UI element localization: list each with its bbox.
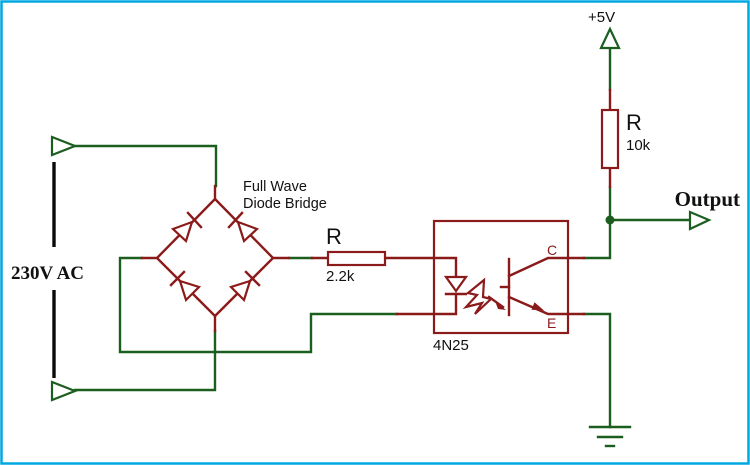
junction-dot [605,215,615,225]
supply: +5V [588,9,621,50]
wire-ac-top [73,144,218,188]
ground-icon [588,425,632,448]
wire-bridge-bottom-to-ac [73,329,217,392]
pin-stubs [140,88,612,333]
pullup-resistor-ref: R [626,110,642,135]
wire-collector-to-junction [582,219,612,260]
collector-pin-label: C [547,242,557,258]
diode-bridge: Full Wave Diode Bridge [155,179,327,318]
output-connector-icon [688,210,712,231]
series-resistor-body [326,250,387,267]
wire-emitter-to-ground [582,312,612,429]
series-resistor: R 2.2k [326,224,387,285]
series-resistor-ref: R [326,224,342,249]
bridge-label-line2: Diode Bridge [243,196,327,212]
supply-arrow-icon [599,26,621,50]
bridge-diode-bottom-left [169,270,202,303]
optocoupler-part-label: 4N25 [433,337,469,354]
opto-led [432,256,469,316]
bridge-label-line1: Full Wave [243,179,307,195]
output: Output [675,187,740,231]
output-label: Output [675,187,740,211]
wires [73,29,692,429]
opto-phototransistor [499,256,570,317]
pullup-resistor-value: 10k [626,137,651,154]
optocoupler-4n25: C E 4N25 [432,219,570,354]
series-resistor-value: 2.2k [326,268,355,285]
input-connector-bottom-icon [50,380,79,402]
input-connector-top-icon [50,135,79,157]
bridge-diamond [155,197,275,318]
pullup-resistor: R 10k [600,108,651,170]
bridge-diode-bottom-right [228,270,261,303]
pullup-resistor-body [600,108,620,170]
bridge-diode-top-right [227,211,260,243]
supply-label: +5V [588,9,615,26]
emitter-pin-label: E [547,315,556,331]
light-arrow-icon [462,277,506,315]
ac-source: 230V AC [11,135,84,402]
bridge-diode-top-left [170,211,203,243]
source-label: 230V AC [11,263,84,284]
